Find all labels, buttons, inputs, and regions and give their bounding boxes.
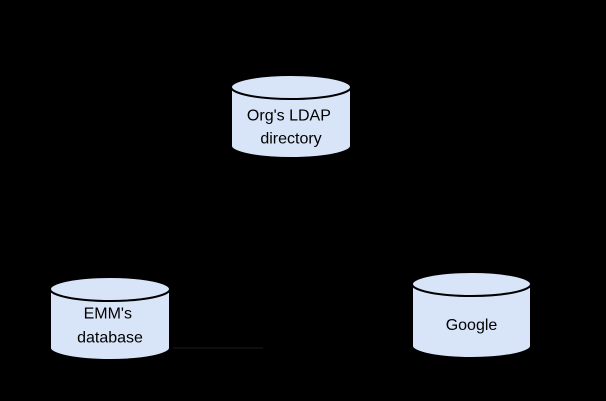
database-cylinder-body xyxy=(230,87,352,159)
database-cylinder-body xyxy=(49,289,171,361)
node-label: Google xyxy=(446,317,498,334)
node-emm-database: EMM's database xyxy=(49,276,171,361)
node-org-ldap-directory: Org's LDAP directory xyxy=(230,74,352,159)
node-label-line: Google xyxy=(446,317,498,334)
node-label: Org's LDAP directory xyxy=(247,108,335,148)
node-label-line: directory xyxy=(260,131,321,148)
node-google: Google xyxy=(411,271,532,359)
database-cylinder-body xyxy=(411,284,532,359)
node-label: EMM's database xyxy=(77,306,143,347)
node-label-line: database xyxy=(77,330,143,347)
database-cylinder-top xyxy=(49,276,171,302)
database-cylinder-top xyxy=(411,271,532,297)
node-label-line: Org's LDAP xyxy=(247,108,331,125)
node-label-line: EMM's xyxy=(84,306,132,323)
database-cylinder-top xyxy=(230,74,352,100)
